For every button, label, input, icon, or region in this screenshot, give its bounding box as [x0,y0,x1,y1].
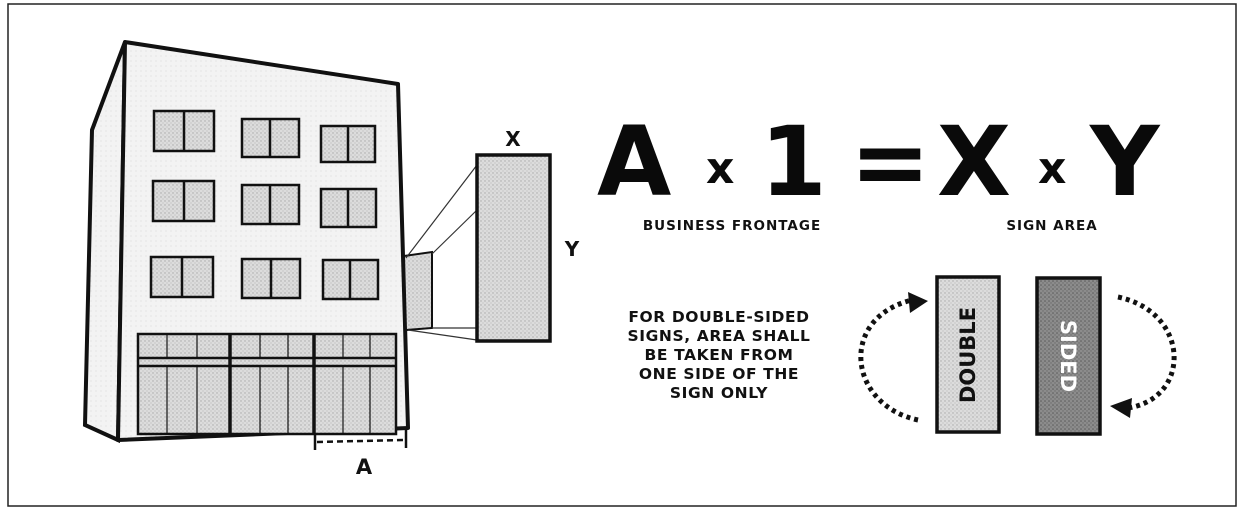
note-line: SIGNS, AREA SHALL [627,327,811,345]
diagram-frame [7,3,1237,507]
arrowhead-right-icon [1110,398,1132,418]
formula-equals: = [850,106,930,218]
projection-lines [405,164,478,341]
storefront [136,332,398,436]
sign-panel-double-label: DOUBLE [956,307,980,403]
enlarged-sign-panel [475,153,552,343]
sign-panel-sided [1035,276,1102,436]
formula-a: A [597,106,671,218]
note-line: FOR DOUBLE-SIDED [628,308,810,326]
sign-area-caption: SIGN AREA [1006,218,1097,234]
curved-arrow-left-icon [858,297,919,423]
note-line: SIGN ONLY [669,384,769,402]
note-line: BE TAKEN FROM [644,346,794,364]
double-sided-illustration: DOUBLE SIDED [858,275,1177,436]
formula-times-2: x [1038,143,1066,194]
formula: A x 1 = X x Y BUSINESS FRONTAGE SIGN ARE… [597,106,1161,234]
sign-panel-double [935,275,1001,434]
business-frontage-caption: BUSINESS FRONTAGE [643,218,821,234]
dimension-label-a: A [356,455,373,479]
arrowhead-left-icon [908,292,928,313]
blade-sign-on-building [402,250,433,332]
curved-arrow-right-icon [1117,294,1177,411]
dimension-label-y: Y [564,237,580,261]
frontage-dimension [313,430,408,450]
formula-one: 1 [760,106,827,218]
building [82,40,433,444]
formula-y: Y [1089,106,1161,218]
window-grid [149,109,380,301]
formula-x: X [937,106,1011,218]
dimension-label-x: X [505,127,521,151]
sign-panel-sided-label: SIDED [1056,320,1080,392]
formula-times-1: x [706,143,734,194]
double-sided-note: FOR DOUBLE-SIDED SIGNS, AREA SHALL BE TA… [584,308,854,403]
note-line: ONE SIDE OF THE [638,365,800,383]
